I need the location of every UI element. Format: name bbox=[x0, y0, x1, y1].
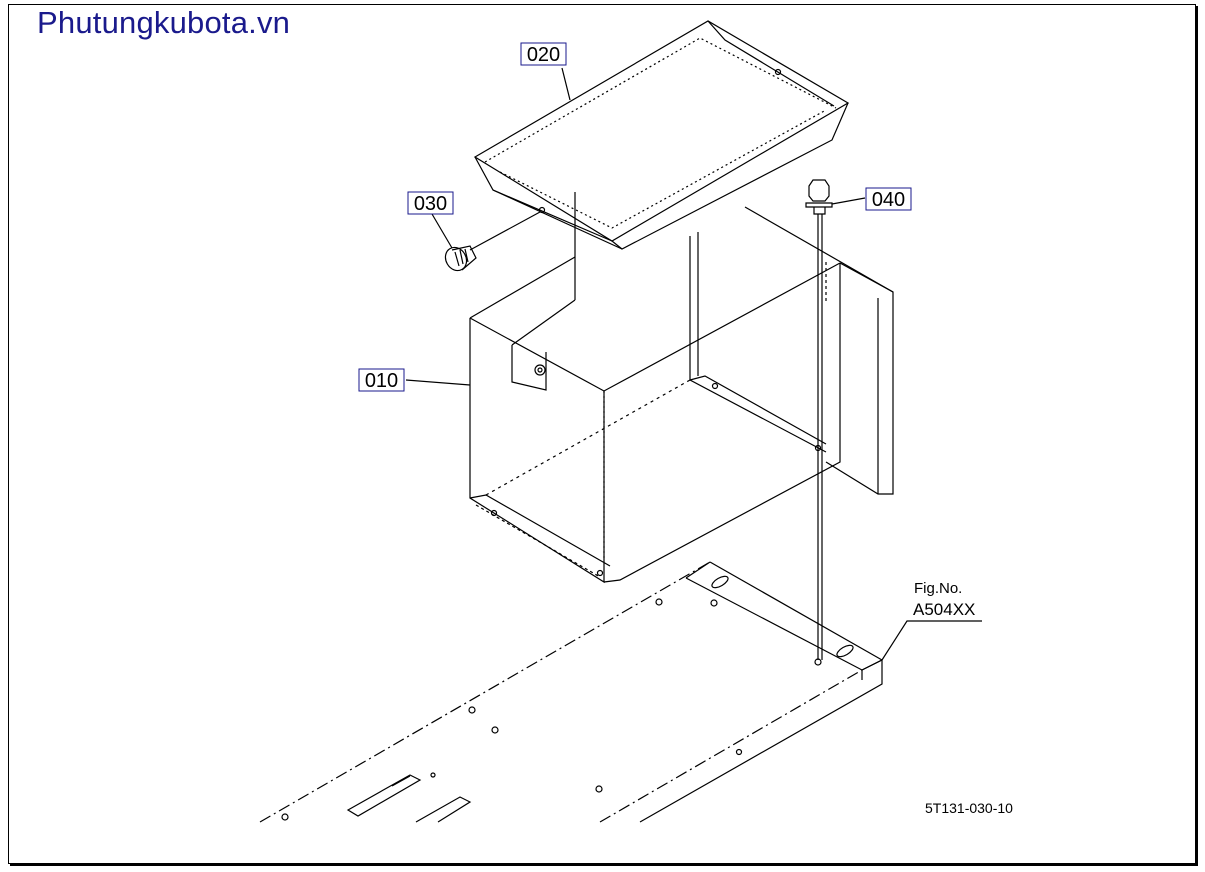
tray-part bbox=[473, 20, 850, 300]
drawing-frame bbox=[8, 4, 1196, 864]
callout-020[interactable]: 020 bbox=[520, 42, 567, 66]
callout-040[interactable]: 040 bbox=[865, 187, 912, 211]
callout-010[interactable]: 010 bbox=[358, 368, 405, 392]
site-title[interactable]: Phutungkubota.vn bbox=[37, 5, 291, 40]
figure-number[interactable]: A504XX bbox=[913, 600, 975, 619]
svg-text:040: 040 bbox=[872, 189, 905, 211]
bolt-part bbox=[805, 179, 833, 660]
leader-030 bbox=[431, 213, 453, 249]
svg-text:030: 030 bbox=[414, 193, 447, 215]
frame-shadow-right bbox=[1196, 6, 1198, 866]
svg-text:020: 020 bbox=[527, 44, 560, 66]
drawing-id: 5T131-030-10 bbox=[925, 800, 1013, 816]
figure-label: Fig.No. bbox=[914, 580, 962, 597]
leader-020 bbox=[561, 67, 571, 101]
callout-030[interactable]: 030 bbox=[407, 191, 454, 215]
box-part bbox=[469, 206, 894, 584]
frame-shadow-bottom bbox=[10, 864, 1198, 866]
knob-part bbox=[444, 211, 541, 272]
svg-text:010: 010 bbox=[365, 370, 398, 392]
leader-figure bbox=[881, 620, 982, 661]
base-plate bbox=[259, 561, 883, 823]
leader-040 bbox=[831, 197, 866, 205]
leader-010 bbox=[405, 379, 471, 386]
